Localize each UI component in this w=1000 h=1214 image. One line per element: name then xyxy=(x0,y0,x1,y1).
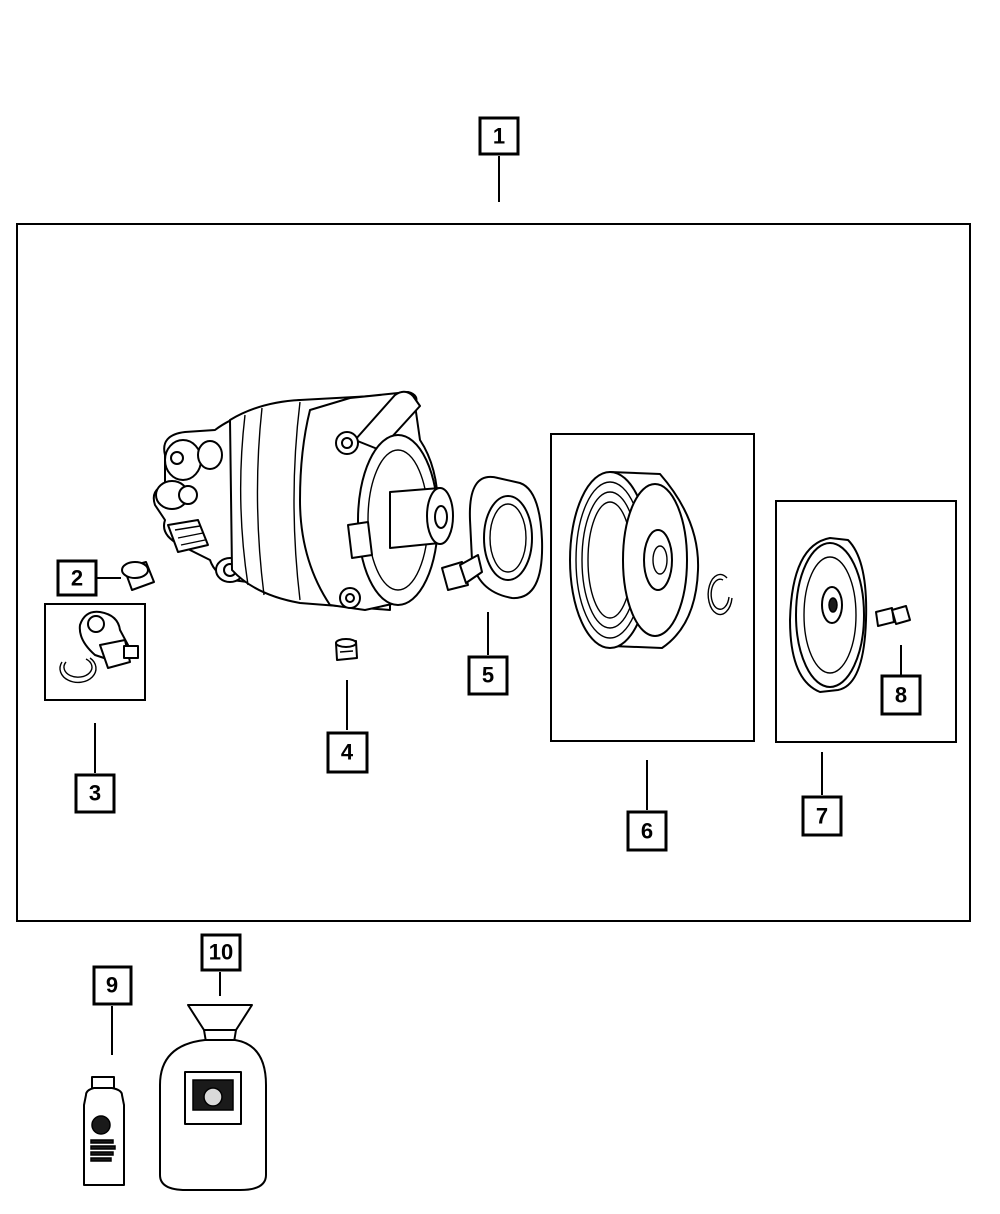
assembly-frame xyxy=(16,223,971,922)
callout-9[interactable]: 9 xyxy=(92,965,133,1055)
refrigerant-canister-icon xyxy=(159,1004,267,1191)
part-3-inset-frame xyxy=(44,603,146,701)
callout-6-label: 6 xyxy=(641,819,653,844)
callout-3-label: 3 xyxy=(89,781,101,806)
callout-1[interactable]: 1 xyxy=(478,116,520,202)
callout-6[interactable]: 6 xyxy=(626,760,668,852)
callout-4[interactable]: 4 xyxy=(326,680,369,774)
part-7-inset-frame xyxy=(775,500,957,743)
callout-1-label: 1 xyxy=(493,124,505,149)
clutch-pulley-icon xyxy=(569,471,733,649)
part-8-bolt xyxy=(875,605,911,627)
callout-7-label: 7 xyxy=(816,804,828,829)
part-2-fitting xyxy=(121,561,155,591)
callout-5-label: 5 xyxy=(482,663,494,688)
part-6-inset-frame xyxy=(550,433,755,742)
part-5-field-coil xyxy=(441,475,544,600)
callout-8[interactable]: 8 xyxy=(880,645,922,716)
callout-4-label: 4 xyxy=(341,740,354,765)
callout-7[interactable]: 7 xyxy=(801,752,843,837)
part-4-cap xyxy=(335,638,358,661)
callout-2-label: 2 xyxy=(71,566,83,591)
callout-3[interactable]: 3 xyxy=(74,723,116,814)
part-3-sensor xyxy=(59,610,139,684)
ac-compressor-icon xyxy=(152,390,454,611)
callout-8-label: 8 xyxy=(895,683,907,708)
oil-bottle-icon xyxy=(83,1076,125,1186)
callout-9-label: 9 xyxy=(106,973,118,998)
callout-5[interactable]: 5 xyxy=(467,612,509,696)
callout-10-label: 10 xyxy=(209,940,233,965)
callout-2[interactable]: 2 xyxy=(56,559,121,597)
callout-10[interactable]: 10 xyxy=(200,933,242,996)
clutch-plate-icon xyxy=(789,537,868,693)
